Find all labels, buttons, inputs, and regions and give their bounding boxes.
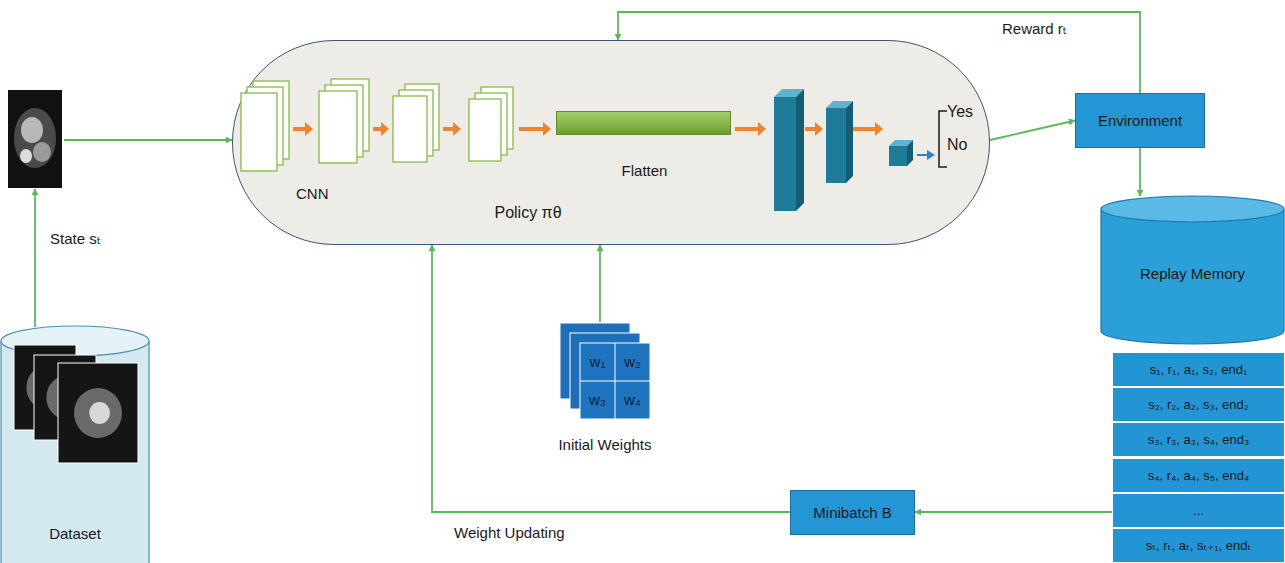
- environment-box: Environment: [1075, 93, 1205, 148]
- connector-arrow: [1139, 148, 1141, 196]
- mri-slice: [74, 388, 122, 438]
- feature-map: [393, 96, 427, 162]
- illustration: [233, 41, 991, 246]
- memory-table: s₁, r₁, a₁, s₂, end₁s₂, r₂, a₂, s₃, end₂…: [1112, 352, 1285, 563]
- feature-map: [469, 99, 501, 161]
- feature-map: [241, 93, 277, 171]
- output-label: No: [947, 136, 967, 154]
- flow-arrow: [293, 127, 307, 131]
- flow-arrow: [453, 122, 461, 136]
- dense-layer: [774, 97, 796, 211]
- output-arrow: [927, 150, 935, 160]
- flow-arrow: [305, 122, 313, 136]
- weight-label: w₂: [615, 343, 650, 381]
- weights-stack: w₁w₂w₃w₄Initial Weights: [545, 318, 665, 418]
- node-label: Replay Memory: [1100, 265, 1285, 283]
- dense-layer: [826, 108, 846, 183]
- node-label: Initial Weights: [540, 436, 670, 454]
- dense-layer: [796, 89, 804, 211]
- output-unit: [907, 140, 913, 166]
- table-cell: sₜ, rₜ, aₜ, sₜ₊₁, endₜ: [1112, 528, 1285, 563]
- connector-arrow: [599, 245, 601, 322]
- output-label: Yes: [947, 103, 973, 121]
- table-cell: ...: [1112, 493, 1285, 528]
- mri-image: [33, 142, 51, 162]
- node-label: Flatten: [557, 162, 732, 180]
- weight-label: w₄: [615, 381, 650, 419]
- bracket: [939, 111, 947, 167]
- flow-arrow: [815, 122, 823, 136]
- flow-arrow: [735, 127, 760, 131]
- weight-matrix: [580, 343, 650, 419]
- cylinder-top: [1101, 196, 1284, 222]
- mri-slice: [89, 402, 110, 424]
- mri-slice: [58, 363, 138, 463]
- flatten-layer: Flatten: [556, 111, 731, 135]
- mri-image: [14, 108, 56, 168]
- feature-map: [319, 91, 357, 163]
- text-holder: Environment: [1076, 94, 1204, 147]
- flow-arrow: [519, 127, 545, 131]
- dataset-cylinder: Dataset: [0, 325, 150, 563]
- minibatch-box: Minibatch B: [790, 490, 915, 535]
- weight-matrix: [580, 381, 650, 382]
- state-image: State sₜ: [8, 90, 62, 188]
- table-cell: s₃, r₃, a₃, s₄, end₃: [1112, 422, 1285, 457]
- node-label: Minibatch B: [813, 504, 891, 521]
- mri-image: [21, 117, 43, 143]
- text-holder: Minibatch B: [791, 491, 914, 534]
- edge-label: Reward rₜ: [1000, 20, 1069, 38]
- flow-arrow: [543, 122, 551, 136]
- mri-image: [8, 90, 62, 188]
- connector-arrow: [64, 139, 232, 141]
- connector-arrow: [34, 189, 36, 327]
- node-label: State sₜ: [50, 230, 130, 248]
- connector-arrow: [915, 511, 1112, 513]
- connector-arrow: [432, 245, 790, 512]
- connector-arrow: [990, 121, 1075, 141]
- weight-label: w₃: [580, 381, 615, 419]
- cylinder-body: [1, 341, 149, 563]
- edge-label: Weight Updating: [452, 524, 567, 542]
- flow-arrow: [853, 127, 877, 131]
- output-unit: [889, 146, 907, 166]
- node-label: Environment: [1098, 112, 1182, 129]
- flow-arrow: [875, 122, 883, 136]
- memory-cylinder: Replay Memory: [1100, 195, 1285, 345]
- dense-layer: [846, 101, 853, 183]
- illustration: [8, 90, 62, 188]
- section-label: CNN: [296, 185, 329, 203]
- table-cell: s₁, r₁, a₁, s₂, end₁: [1112, 352, 1285, 387]
- table-cell: s₂, r₂, a₂, s₃, end₂: [1112, 387, 1285, 422]
- flow-arrow: [758, 122, 766, 136]
- policy-box: Policy πθ Flatten: [232, 40, 990, 245]
- node-label: Dataset: [0, 525, 150, 543]
- table-cell: s₄, r₄, a₄, s₅, end₄: [1112, 458, 1285, 493]
- weight-label: w₁: [580, 343, 615, 381]
- flow-arrow: [381, 122, 389, 136]
- cylinder-body: [1101, 209, 1284, 344]
- mri-image: [20, 149, 32, 163]
- node-label: Policy πθ: [463, 204, 593, 222]
